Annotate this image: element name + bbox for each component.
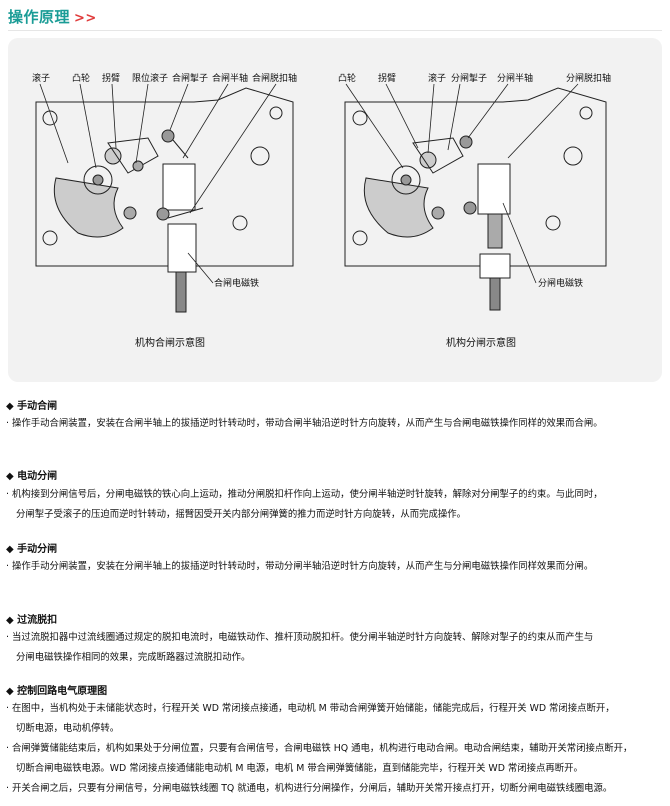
paragraph-line: · 当过流脱扣器中过流线圈通过规定的脱扣电流时，电磁铁动作、推杆顶动脱扣杆。使分… <box>6 632 594 643</box>
closing-leader-lines <box>39 83 277 284</box>
opening-diagram <box>344 87 607 311</box>
closing-caption: 机构合闸示意图 <box>135 336 205 349</box>
label-closing-half-shaft: 合闸半轴 <box>212 72 248 84</box>
paragraph-line: 分闸电磁铁操作相同的效果，完成断路器过流脱扣动作。 <box>16 652 251 663</box>
label-limit-roller: 限位滚子 <box>132 72 168 84</box>
closing-labels: 滚子 凸轮 拐臂 限位滚子 合闸掣子 合闸半轴 合闸脱扣轴 合闸电磁铁 机构合闸… <box>32 72 297 349</box>
mechanism-diagrams: 滚子 凸轮 拐臂 限位滚子 合闸掣子 合闸半轴 合闸脱扣轴 合闸电磁铁 机构合闸… <box>32 72 611 349</box>
paragraph-line: 分闸掣子受滚子的压迫而逆时针转动，摇臂因受开关内部分闸弹簧的推力而逆时针方向旋转… <box>16 509 467 520</box>
page-title: 操作原理>> <box>8 6 97 27</box>
label-opening-magnet: 分闸电磁铁 <box>538 277 583 289</box>
label-cam-r: 凸轮 <box>338 72 356 84</box>
opening-leader-lines <box>345 83 579 284</box>
mechanism-figure: 滚子 凸轮 拐臂 限位滚子 合闸掣子 合闸半轴 合闸脱扣轴 合闸电磁铁 机构合闸… <box>8 38 662 382</box>
paragraph-line: · 在图中，当机构处于未储能状态时，行程开关 WD 常闭接点接通，电动机 M 带… <box>6 703 615 714</box>
section-body-electric-open: · 机构接到分闸信号后，分闸电磁铁的铁心向上运动，推动分闸脱扣杆作向上运动，使分… <box>6 485 664 525</box>
label-roller: 滚子 <box>32 72 50 84</box>
section-title-overcurrent-trip: ◆ 过流脱扣 <box>6 615 58 626</box>
section-title-manual-close: ◆ 手动合闸 <box>6 401 58 412</box>
title-text: 操作原理 <box>8 8 71 26</box>
title-arrow: >> <box>74 11 97 26</box>
label-cam: 凸轮 <box>72 72 90 84</box>
label-closing-magnet: 合闸电磁铁 <box>214 277 259 289</box>
label-closing-pawl: 合闸掣子 <box>172 72 208 84</box>
label-crank-arm: 拐臂 <box>102 72 120 84</box>
section-body-control-circuit: · 在图中，当机构处于未储能状态时，行程开关 WD 常闭接点接通，电动机 M 带… <box>6 699 664 799</box>
paragraph-line: · 开关合闸之后，只要有分闸信号，分闸电磁铁线圈 TQ 就通电，机构进行分闸操作… <box>6 783 613 794</box>
opening-caption: 机构分闸示意图 <box>446 336 516 349</box>
paragraph-line: 切断合闸电磁铁电源。WD 常闭接点接通储能电动机 M 电源，电机 M 带合闸弹簧… <box>16 763 583 774</box>
section-title-electric-open: ◆ 电动分闸 <box>6 471 58 482</box>
label-opening-pawl: 分闸掣子 <box>451 72 487 84</box>
label-opening-trip-shaft: 分闸脱扣轴 <box>566 72 611 84</box>
label-closing-trip-shaft: 合闸脱扣轴 <box>252 72 297 84</box>
closing-diagram <box>35 87 294 313</box>
section-body-overcurrent-trip: · 当过流脱扣器中过流线圈通过规定的脱扣电流时，电磁铁动作、推杆顶动脱扣杆。使分… <box>6 628 664 668</box>
paragraph-line: · 操作手动合闸装置，安装在合闸半轴上的拔插逆时针转动时，带动合闸半轴沿逆时针方… <box>6 418 603 429</box>
title-divider <box>8 30 662 31</box>
section-body-manual-open: · 操作手动分闸装置，安装在分闸半轴上的拔插逆时针转动时，带动分闸半轴沿逆时针方… <box>6 557 664 577</box>
section-title-manual-open: ◆ 手动分闸 <box>6 544 58 555</box>
label-roller-r: 滚子 <box>428 72 446 84</box>
paragraph-line: · 操作手动分闸装置，安装在分闸半轴上的拔插逆时针转动时，带动分闸半轴沿逆时针方… <box>6 561 594 572</box>
section-body-manual-close: · 操作手动合闸装置，安装在合闸半轴上的拔插逆时针转动时，带动合闸半轴沿逆时针方… <box>6 414 664 434</box>
paragraph-line: · 合闸弹簧储能结束后，机构如果处于分闸位置，只要有合闸信号，合闸电磁铁 HQ … <box>6 743 633 754</box>
opening-labels: 凸轮 拐臂 滚子 分闸掣子 分闸半轴 分闸脱扣轴 分闸电磁铁 机构分闸示意图 <box>338 72 611 349</box>
label-crank-arm-r: 拐臂 <box>378 72 396 84</box>
label-opening-half-shaft: 分闸半轴 <box>497 72 533 84</box>
paragraph-line: · 机构接到分闸信号后，分闸电磁铁的铁心向上运动，推动分闸脱扣杆作向上运动，使分… <box>6 489 603 500</box>
paragraph-line: 切断电源，电动机停转。 <box>16 723 120 734</box>
section-title-control-circuit: ◆ 控制回路电气原理图 <box>6 686 108 697</box>
